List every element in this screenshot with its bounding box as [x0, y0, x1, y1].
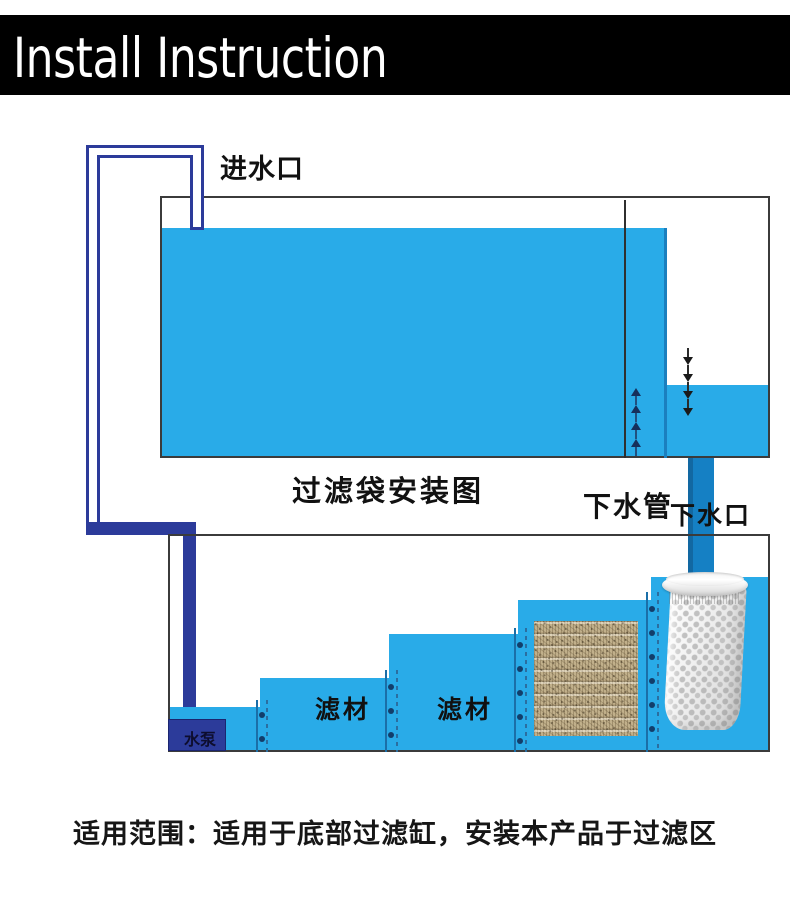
overflow-weir-wall: [664, 228, 667, 458]
label-filter-media-1: 滤材: [315, 695, 372, 724]
installation-diagram: 进水口 下水口 过滤袋安装图 下水管 水泵 滤材 滤材: [0, 100, 790, 790]
lower-sump-outline: [168, 534, 770, 752]
baffle-3-holes: [517, 642, 523, 762]
label-drain-pipe: 下水管: [583, 490, 674, 523]
pump-pipe-sump-leg: [183, 522, 196, 732]
header-bar: Install Instruction: [0, 15, 790, 95]
label-drain-outlet: 下水口: [670, 501, 752, 530]
sump-chamber-2-water: [260, 678, 389, 750]
filter-bag-collar-rim: [666, 572, 744, 586]
baffle-4-holes: [649, 606, 655, 750]
baffle-1-dashed: [266, 700, 268, 752]
pipe-inner-left: [89, 148, 97, 535]
baffle-3-solid: [514, 628, 516, 752]
baffle-2-holes: [388, 684, 394, 756]
filter-pads-texture: [534, 621, 638, 736]
sump-chamber-3-water: [389, 634, 518, 750]
label-filter-media-2: 滤材: [437, 695, 494, 724]
upper-display-tank-outline: [160, 196, 770, 458]
baffle-2-dashed: [396, 670, 398, 752]
stacked-filter-wool-pads: [534, 621, 638, 736]
water-flow-down-arrows: [680, 348, 696, 416]
label-water-pump: 水泵: [184, 730, 217, 749]
water-pump-body: [168, 719, 226, 751]
filter-sock-bag: [658, 568, 752, 734]
pump-pipe-lower-jog: [86, 522, 196, 535]
baffle-1-solid: [256, 700, 258, 752]
baffle-2-solid: [385, 670, 387, 752]
scope-caption: 适用范围：适用于底部过滤缸，安装本产品于过滤区: [73, 819, 717, 850]
standpipe-divider-line: [624, 200, 626, 458]
baffle-3-dashed: [525, 628, 527, 752]
baffle-1-holes: [259, 712, 265, 760]
label-water-inlet: 进水口: [220, 154, 304, 185]
page-title: Install Instruction: [13, 26, 388, 90]
water-flow-up-arrows: [628, 388, 644, 456]
upper-tank-water: [162, 228, 666, 456]
label-diagram-title: 过滤袋安装图: [292, 474, 485, 508]
baffle-4-dashed: [657, 592, 659, 752]
pipe-inner-top: [89, 148, 201, 155]
drain-pipe-shading: [688, 458, 693, 580]
baffle-4-solid: [646, 592, 648, 752]
filter-bag-mesh-body: [663, 586, 747, 730]
pipe-inner-inlet: [193, 148, 201, 227]
